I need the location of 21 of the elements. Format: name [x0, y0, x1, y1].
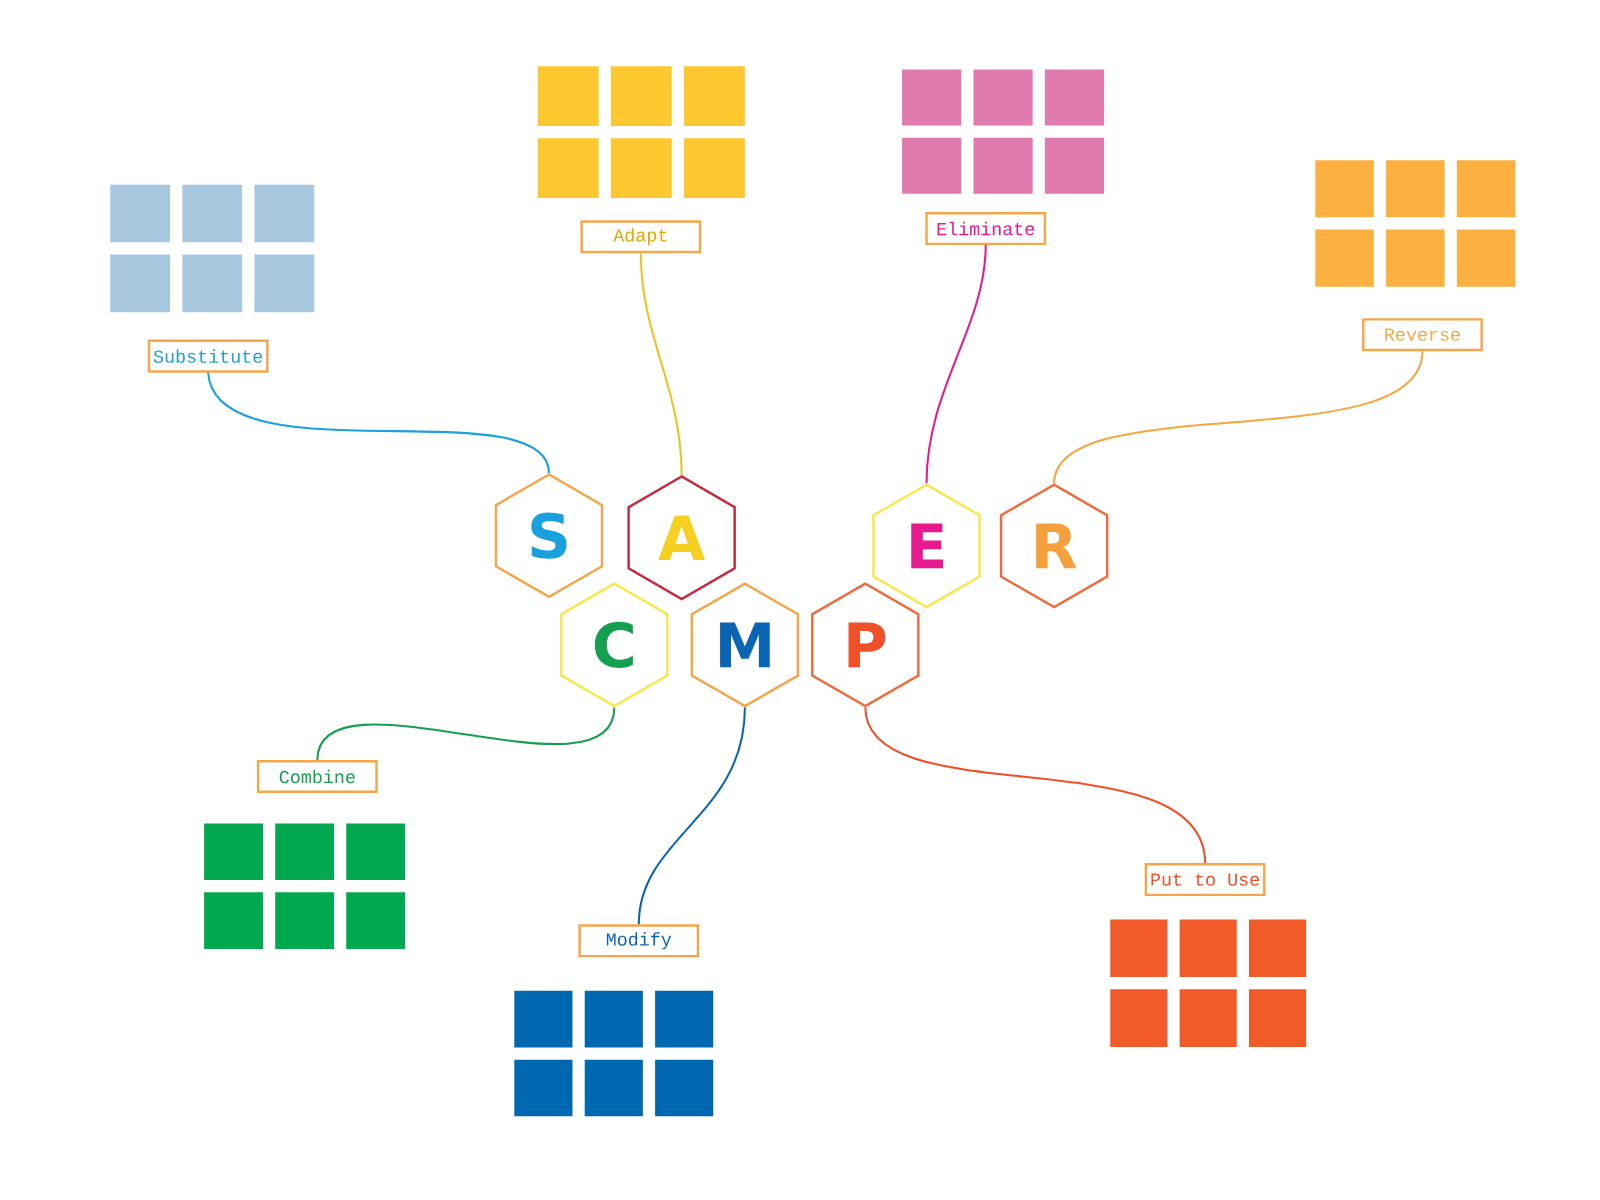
letter-hexagon: E	[872, 483, 981, 609]
connector-line	[316, 707, 616, 761]
label-box: Put to Use	[1144, 863, 1266, 897]
letter-hexagon: M	[690, 582, 800, 708]
letter-hexagon: A	[627, 475, 736, 601]
connector-line	[639, 253, 683, 476]
connector-line	[1053, 350, 1424, 484]
label-box: Adapt	[580, 220, 702, 254]
label-box: Eliminate	[925, 212, 1047, 246]
letter-hexagon: S	[494, 473, 604, 599]
label-box: Reverse	[1362, 318, 1483, 352]
label-box: Combine	[256, 760, 378, 794]
letter-hexagon: C	[560, 582, 669, 708]
letter-hexagon: R	[999, 483, 1109, 609]
connector-line	[207, 372, 550, 474]
letter-hexagon: P	[811, 582, 920, 708]
label-box: Modify	[578, 924, 700, 958]
connector-line	[864, 707, 1207, 864]
label-box: Substitute	[147, 339, 269, 373]
connector-line	[925, 245, 987, 484]
connector-line	[637, 707, 746, 925]
